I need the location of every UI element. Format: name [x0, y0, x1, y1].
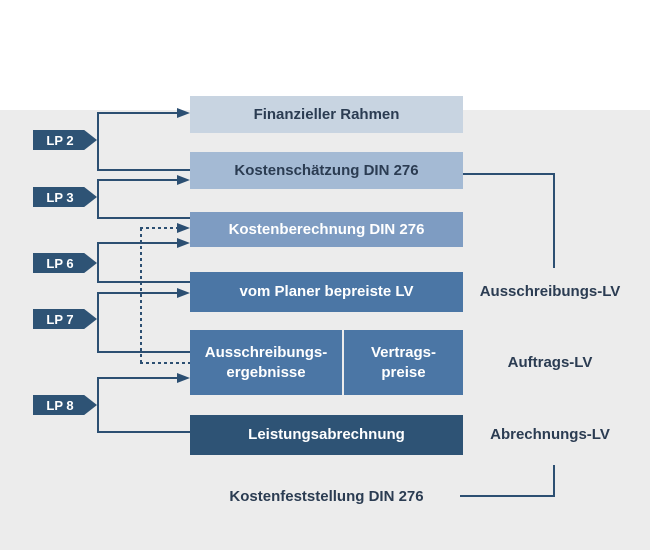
arrowhead-icon [177, 108, 190, 118]
feedback-dashed-vertical [140, 228, 142, 364]
arrowhead-icon [177, 288, 190, 298]
phase-badge-label: LP 6 [46, 255, 74, 271]
connector-lp7-to-ausschreibungsergebnisse [97, 351, 190, 353]
box-kostenberechnung: Kostenberechnung DIN 276 [190, 212, 463, 247]
footer-label-kostenfeststellung: Kostenfeststellung DIN 276 [229, 488, 424, 505]
box-kostenschaetzung: Kostenschätzung DIN 276 [190, 152, 463, 189]
box-label-line2: ergebnisse [226, 363, 306, 381]
arrowhead-icon [177, 238, 190, 248]
phase-badge-lp8: LP 8 [33, 395, 97, 415]
side-label-ausschreibungs-lv: Ausschreibungs-LV [479, 283, 621, 300]
box-label: Kostenberechnung DIN 276 [228, 220, 425, 238]
connector-lp2-vertical [97, 112, 99, 171]
phase-badge-lp7: LP 7 [33, 309, 97, 329]
connector-lp8-to-ausschreibungsergebnisse [97, 377, 177, 379]
connector-lp8-to-leistungsabrechnung [97, 431, 190, 433]
connector-lp6-to-kostenberechnung [97, 242, 177, 244]
connector-lp3-to-kostenberechnung [97, 217, 190, 219]
connector-lp7-vertical [97, 292, 99, 353]
side-label-auftrags-lv: Auftrags-LV [507, 354, 593, 371]
box-label-line1: Vertrags- [370, 344, 437, 361]
box-bepreiste-lv: vom Planer bepreiste LV [190, 272, 463, 312]
phase-badge-lp3: LP 3 [33, 187, 97, 207]
box-label: Leistungsabrechnung [248, 426, 405, 444]
connector-lp2-to-kostenschaetzung [97, 169, 190, 171]
box-vertragspreise: Vertrags- preise [344, 330, 463, 395]
bracket-kostenschaetzung-to-ausschreibungslv-h [463, 173, 555, 175]
connector-lp2-to-finanzieller-rahmen [97, 112, 177, 114]
bracket-abrechnungslv-to-kostenfeststellung-h [460, 495, 555, 497]
bracket-abrechnungslv-to-kostenfeststellung-v [553, 465, 555, 497]
side-label-abrechnungs-lv: Abrechnungs-LV [490, 426, 610, 443]
connector-lp3-vertical [97, 179, 99, 219]
box-leistungsabrechnung: Leistungsabrechnung [190, 415, 463, 455]
feedback-dashed-to-kostenberechnung [140, 227, 177, 229]
box-label: Finanzieller Rahmen [253, 105, 400, 123]
connector-lp3-to-kostenschaetzung [97, 179, 177, 181]
connector-lp6-vertical [97, 242, 99, 283]
arrowhead-icon [177, 175, 190, 185]
phase-badge-lp6: LP 6 [33, 253, 97, 273]
box-ausschreibungsergebnisse: Ausschreibungs- ergebnisse [190, 330, 342, 395]
box-label: vom Planer bepreiste LV [239, 283, 414, 301]
phase-badge-label: LP 3 [46, 189, 74, 205]
box-label: Kostenschätzung DIN 276 [234, 161, 419, 179]
connector-lp6-to-bepreiste-lv [97, 281, 190, 283]
top-white-band [0, 0, 650, 110]
phase-badge-lp2: LP 2 [33, 130, 97, 150]
box-label-line1: Ausschreibungs- [204, 344, 328, 361]
feedback-dashed-from-ausschreibungsergebnisse [140, 362, 190, 364]
phase-badge-label: LP 2 [46, 132, 74, 148]
connector-lp8-vertical [97, 377, 99, 433]
box-label-line2: preise [381, 363, 426, 381]
arrowhead-icon [177, 373, 190, 383]
box-finanzieller-rahmen: Finanzieller Rahmen [190, 96, 463, 133]
bracket-kostenschaetzung-to-ausschreibungslv-v [553, 173, 555, 268]
phase-badge-label: LP 7 [46, 311, 74, 327]
arrowhead-icon [177, 223, 190, 233]
connector-lp7-to-bepreiste-lv [97, 292, 177, 294]
phase-badge-label: LP 8 [46, 397, 74, 413]
